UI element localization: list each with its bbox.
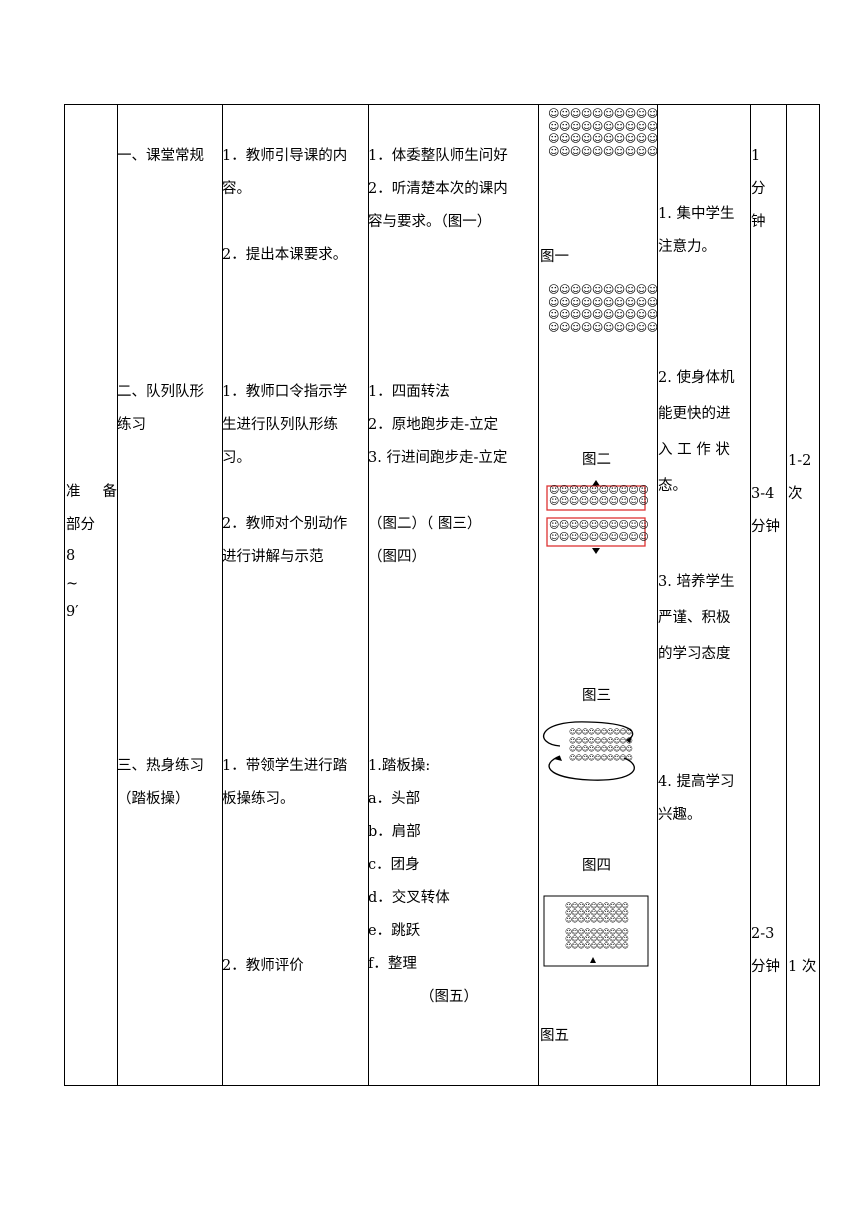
figure-4-students-bottom: ☺☺☺☺☺☺☺☺☺☺ ☺☺☺☺☺☺☺☺☺☺ ☺☺☺☺☺☺☺☺☺☺: [565, 928, 629, 950]
figure-1-label: 图一: [540, 249, 569, 265]
figure-2-diagram: [546, 480, 646, 554]
teacher-drill: 1．教师口令指示学 生进行队列队形练 习。 2．教师对个别动作 进行讲解与示范: [222, 384, 348, 565]
figure-5-label: 图五: [540, 1028, 569, 1044]
teacher-evaluate: 2．教师评价: [222, 958, 304, 974]
section-time: 部分 8 ~ 9′: [66, 517, 95, 620]
goal-2: 2. 使身体机 能更快的进 入 工 作 状 态。: [658, 370, 735, 494]
figure-2-students-bottom: ☺☺☺☺☺☺☺☺☺☺ ☺☺☺☺☺☺☺☺☺☺: [549, 520, 649, 543]
teacher-routine: 1．教师引导课的内 容。 2．提出本课要求。: [222, 148, 348, 263]
time-3: 2-3 分钟: [751, 926, 780, 975]
figure-2-students-top: ☺☺☺☺☺☺☺☺☺☺ ☺☺☺☺☺☺☺☺☺☺: [549, 485, 649, 507]
teacher-warmup: 1．带领学生进行踏 板操练习。: [222, 758, 348, 807]
content-routine: 一、课堂常规: [117, 148, 204, 164]
student-warmup: 1.踏板操: a．头部 b．肩部 c．团身 d．交叉转体 e．跳跃 f．整理 （…: [368, 758, 478, 1005]
lesson-plan-table: [64, 104, 820, 1086]
figure-1-formation-top: ☺☺☺☺☺☺☺☺☺☺ ☺☺☺☺☺☺☺☺☺☺ ☺☺☺☺☺☺☺☺☺☺ ☺☺☺☺☺☺☺…: [548, 107, 658, 158]
figure-4-label: 图四: [582, 858, 611, 874]
student-drill: 1．四面转法 2．原地跑步走-立定 3. 行进间跑步走-立定 （图二）（ 图三）…: [368, 384, 508, 565]
content-warmup: 三、热身练习 （踏板操）: [117, 758, 204, 807]
goal-3: 3. 培养学生 严谨、积极 的学习态度: [658, 574, 735, 662]
goal-4: 4. 提高学习 兴趣。: [658, 774, 735, 823]
count-1: 1-2 次: [788, 453, 812, 502]
figure-2-label: 图二: [582, 452, 611, 468]
figure-3-students: ☺☺☺☺☺☺☺☺☺☺ ☺☺☺☺☺☺☺☺☺☺ ☺☺☺☺☺☺☺☺☺☺ ☺☺☺☺☺☺☺…: [569, 728, 633, 762]
goal-1: 1. 集中学生 注意力。: [658, 206, 735, 255]
time-2: 3-4 分钟: [751, 486, 780, 535]
figure-4-diagram: [543, 895, 649, 967]
count-2: 1 次: [788, 959, 817, 975]
content-drill: 二、队列队形 练习: [117, 384, 204, 433]
time-1: 1 分 钟: [751, 148, 766, 230]
figure-4-students-top: ☺☺☺☺☺☺☺☺☺☺ ☺☺☺☺☺☺☺☺☺☺ ☺☺☺☺☺☺☺☺☺☺: [565, 902, 629, 924]
figure-3-label: 图三: [582, 688, 611, 704]
figure-3-diagram: [543, 721, 635, 781]
student-routine: 1．体委整队师生问好 2．听清楚本次的课内 容与要求。（图一）: [368, 148, 508, 230]
section-name: 准备: [66, 484, 117, 500]
figure-1-formation-bottom: ☺☺☺☺☺☺☺☺☺☺ ☺☺☺☺☺☺☺☺☺☺ ☺☺☺☺☺☺☺☺☺☺ ☺☺☺☺☺☺☺…: [548, 283, 658, 334]
